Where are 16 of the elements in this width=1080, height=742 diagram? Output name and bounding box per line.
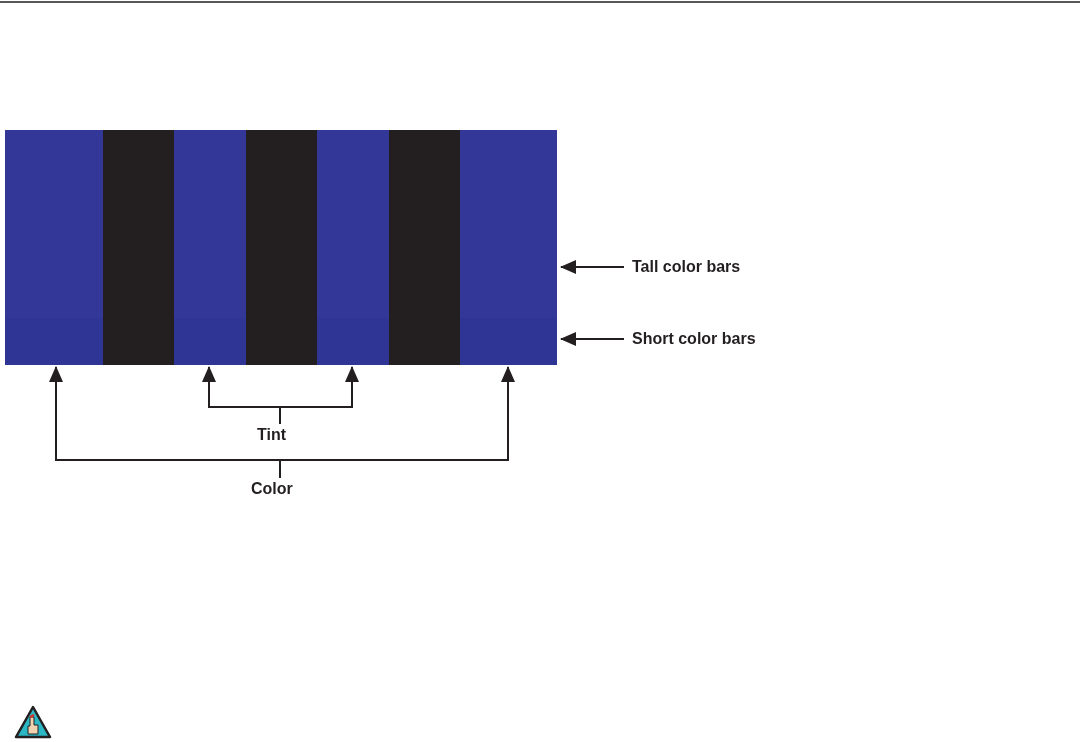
- tall-color-bar-band: [5, 130, 557, 318]
- short-color-bar: [389, 318, 460, 365]
- short-color-bar: [174, 318, 246, 365]
- short-color-bar: [317, 318, 389, 365]
- callout-label: Tint: [257, 426, 287, 443]
- short-color-bar: [103, 318, 174, 365]
- short-color-bar: [246, 318, 317, 365]
- leader-arrow: [560, 332, 625, 346]
- short-color-bar: [460, 318, 557, 365]
- leader-arrow: [560, 260, 625, 274]
- leader-arrow: [279, 366, 515, 479]
- callout-label: Color: [251, 480, 293, 497]
- callout-label: Short color bars: [632, 330, 756, 347]
- leader-arrow: [279, 366, 359, 425]
- callout-label: Tall color bars: [632, 258, 741, 275]
- short-color-bar: [5, 318, 103, 365]
